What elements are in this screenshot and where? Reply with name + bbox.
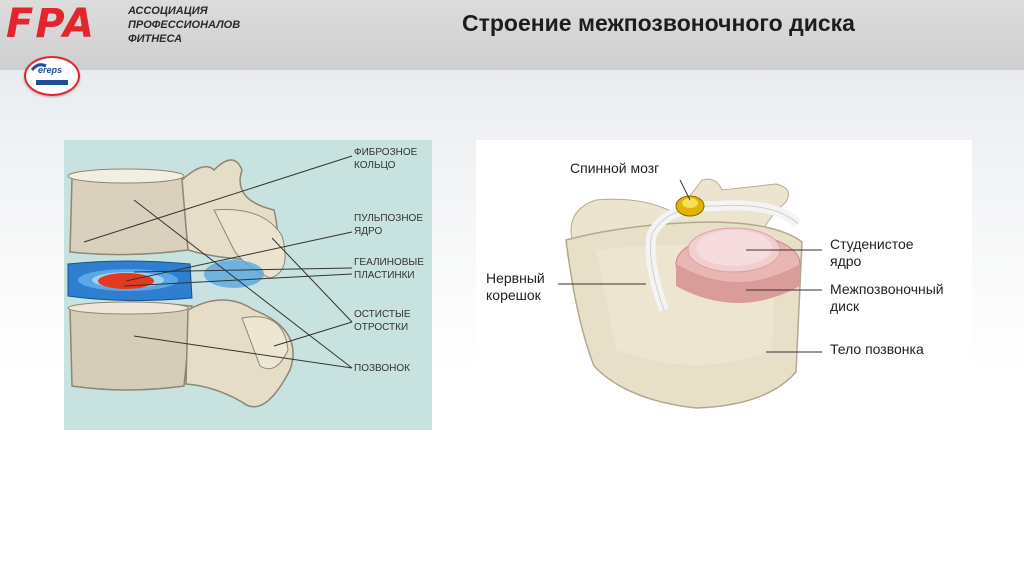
- label-spinous-processes-2: ОТРОСТКИ: [354, 322, 409, 333]
- association-name: АССОЦИАЦИЯ ПРОФЕССИОНАЛОВ ФИТНЕСА: [128, 4, 288, 46]
- spine-side-illustration: [67, 155, 353, 408]
- label-intervertebral-disc: Межпозвоночный диск: [830, 281, 944, 315]
- label-spinal-cord: Спинной мозг: [570, 160, 660, 176]
- page-title: Строение межпозвоночного диска: [462, 10, 855, 36]
- label-vertebral-body: Тело позвонка: [830, 341, 924, 357]
- label-hyaline-plates: ГЕАЛИНОВЫЕ ПЛАСТИНКИ: [354, 256, 424, 282]
- association-line-1: АССОЦИАЦИЯ: [128, 5, 208, 17]
- label-gelatinous-nucleus: Студенистое ядро: [830, 236, 914, 270]
- label-hyaline-plates-1: ГЕАЛИНОВЫЕ: [354, 257, 424, 268]
- label-nerve-root: Нервный корешок: [486, 270, 545, 304]
- label-hyaline-plates-2: ПЛАСТИНКИ: [354, 270, 415, 281]
- ereps-badge: ereps: [24, 56, 80, 96]
- label-nucleus-pulposus-2: ЯДРО: [354, 226, 383, 237]
- label-nucleus-pulposus: ПУЛЬПОЗНОЕ ЯДРО: [354, 212, 423, 238]
- label-spinous-processes: ОСТИСТЫЕ ОТРОСТКИ: [354, 308, 410, 334]
- association-line-3: ФИТНЕСА: [128, 33, 183, 45]
- association-line-2: ПРОФЕССИОНАЛОВ: [128, 19, 241, 31]
- fpa-logo: FPA: [6, 1, 96, 47]
- label-spinous-processes-1: ОСТИСТЫЕ: [354, 309, 411, 320]
- label-intervertebral-disc-1: Межпозвоночный: [830, 281, 944, 297]
- label-fibrous-ring: ФИБРОЗНОЕ КОЛЬЦО: [354, 146, 417, 172]
- label-vertebra: ПОЗВОНОК: [354, 363, 410, 374]
- label-nerve-root-2: корешок: [486, 287, 541, 303]
- spine-side-diagram: ФИБРОЗНОЕ КОЛЬЦО ПУЛЬПОЗНОЕ ЯДРО ГЕАЛИНО…: [64, 140, 432, 430]
- label-intervertebral-disc-2: диск: [830, 298, 860, 314]
- ereps-label: ereps: [38, 65, 63, 75]
- vertebra-3d-diagram: Спинной мозг Нервный корешок Студенистое…: [476, 140, 972, 430]
- label-fibrous-ring-1: ФИБРОЗНОЕ: [354, 147, 418, 158]
- label-nerve-root-1: Нервный: [486, 270, 545, 286]
- label-nucleus-pulposus-1: ПУЛЬПОЗНОЕ: [354, 213, 424, 224]
- ereps-swoosh-icon: [30, 63, 68, 85]
- vertebra-3d-illustration: [558, 178, 822, 409]
- header-bar: FPA АССОЦИАЦИЯ ПРОФЕССИОНАЛОВ ФИТНЕСА Ст…: [0, 0, 1024, 70]
- label-gelatinous-nucleus-2: ядро: [830, 253, 862, 269]
- label-fibrous-ring-2: КОЛЬЦО: [354, 160, 396, 171]
- label-gelatinous-nucleus-1: Студенистое: [830, 236, 914, 252]
